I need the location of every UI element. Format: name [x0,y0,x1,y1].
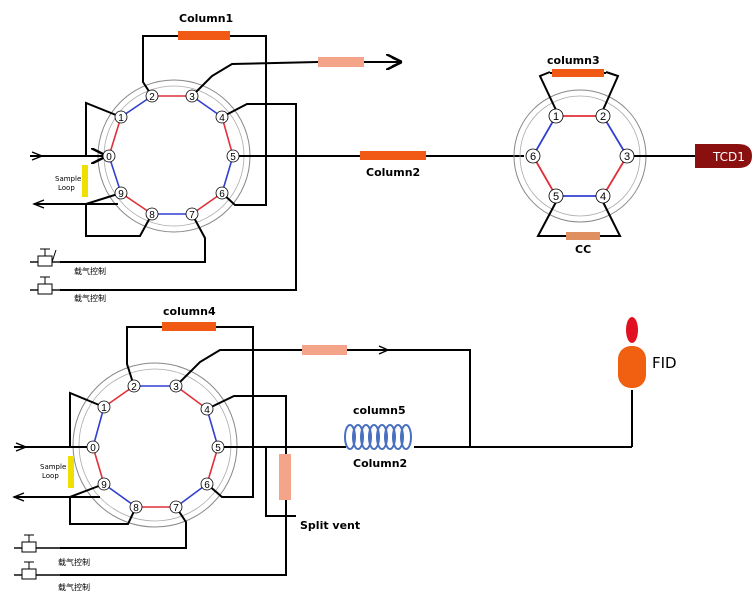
top-port-6: 6 [215,186,229,200]
column1-label: Column1 [179,12,233,25]
bottom-port-0: 0 [86,440,100,454]
svg-text:0: 0 [90,443,96,454]
column2-top-label: Column2 [366,166,420,179]
column2-top [360,151,426,160]
svg-text:8: 8 [133,503,139,514]
column4-label: column4 [163,305,216,318]
top-valve-ports: 1 2 3 4 5 6 7 8 9 0 [102,89,240,221]
column4 [162,322,216,331]
svg-text:0: 0 [106,152,112,163]
bottom-carrier-label-1: 载气控制 [58,557,90,567]
bottom-port-1: 1 [97,400,111,414]
column1 [178,31,230,40]
tcd-label: TCD1 [712,150,745,164]
svg-text:9: 9 [101,480,107,491]
svg-text:8: 8 [149,210,155,221]
top-sample-loop-label-2: Loop [58,184,75,192]
svg-text:4: 4 [600,191,606,203]
fid-detector [618,317,646,388]
bottom-port-9: 9 [97,477,111,491]
bottom-port-3: 3 [169,379,183,393]
fid-label: FID [652,354,677,372]
cc-label: CC [575,243,591,256]
svg-text:4: 4 [219,113,225,124]
svg-text:9: 9 [118,189,124,200]
top-carrier-label-1: 载气控制 [74,266,106,276]
svg-text:2: 2 [131,382,137,393]
bottom-carrier-control-1 [14,534,60,553]
six-port-6: 6 [525,148,541,164]
svg-text:2: 2 [149,92,155,103]
svg-text:6: 6 [530,151,536,163]
svg-text:5: 5 [553,191,559,203]
bottom-restrictor [302,345,347,355]
svg-text:2: 2 [600,111,606,123]
top-port-1: 1 [114,110,128,124]
split-vent-restrictor [279,454,291,500]
top-port-7: 7 [185,207,199,221]
top-carrier-control-1 [30,248,66,267]
bottom-sample-loop [68,456,74,488]
column3-label: column3 [547,54,600,67]
top-port-9: 9 [114,186,128,200]
cc-column [566,232,600,240]
six-port-3: 3 [619,148,635,164]
bottom-valve-ports: 1 2 3 4 5 6 7 8 9 0 [86,379,225,514]
bottom-port-4: 4 [200,402,214,416]
bottom-port-5: 5 [211,440,225,454]
svg-text:6: 6 [219,189,225,200]
bottom-port-8: 8 [129,500,143,514]
column2-bottom-label: Column2 [353,457,407,470]
top-port-3: 3 [185,89,199,103]
svg-text:3: 3 [624,151,630,163]
tcd-detector [695,144,752,168]
top-port-0: 0 [102,149,116,163]
top-carrier-label-2: 载气控制 [74,293,106,303]
column3 [552,69,604,77]
bottom-valve-10-port [72,362,238,528]
six-port-ports: 1 2 3 4 5 6 [525,108,635,204]
svg-text:3: 3 [189,92,195,103]
bottom-carrier-label-2: 载气控制 [58,582,90,592]
svg-text:5: 5 [230,152,236,163]
top-sample-loop-label-1: Sample [55,175,81,183]
six-port-4: 4 [595,188,611,204]
bottom-sample-loop-label-1: Sample [40,463,66,471]
bottom-carrier-control-2 [14,561,60,580]
svg-text:3: 3 [173,382,179,393]
top-port-2: 2 [145,89,159,103]
top-restrictor [318,57,364,67]
bottom-port-2: 2 [127,379,141,393]
bottom-sample-loop-label-2: Loop [42,472,59,480]
column5-label: column5 [353,404,406,417]
top-port-4: 4 [215,110,229,124]
six-port-1: 1 [548,108,564,124]
top-port-5: 5 [226,149,240,163]
svg-text:7: 7 [173,503,179,514]
top-port-8: 8 [145,207,159,221]
bottom-plumbing [14,326,633,576]
six-port-2: 2 [595,108,611,124]
svg-text:1: 1 [118,113,124,124]
svg-text:1: 1 [553,111,559,123]
column5-coil [344,424,412,450]
svg-text:6: 6 [204,480,210,491]
split-vent-label: Split vent [300,519,360,532]
top-carrier-control-2 [30,276,66,295]
bottom-port-6: 6 [200,477,214,491]
top-sample-loop [82,165,88,197]
svg-text:5: 5 [215,443,221,454]
svg-text:7: 7 [189,210,195,221]
svg-text:4: 4 [204,405,210,416]
fid-flame-icon [626,317,638,343]
bottom-port-7: 7 [169,500,183,514]
six-port-5: 5 [548,188,564,204]
svg-text:1: 1 [101,403,107,414]
